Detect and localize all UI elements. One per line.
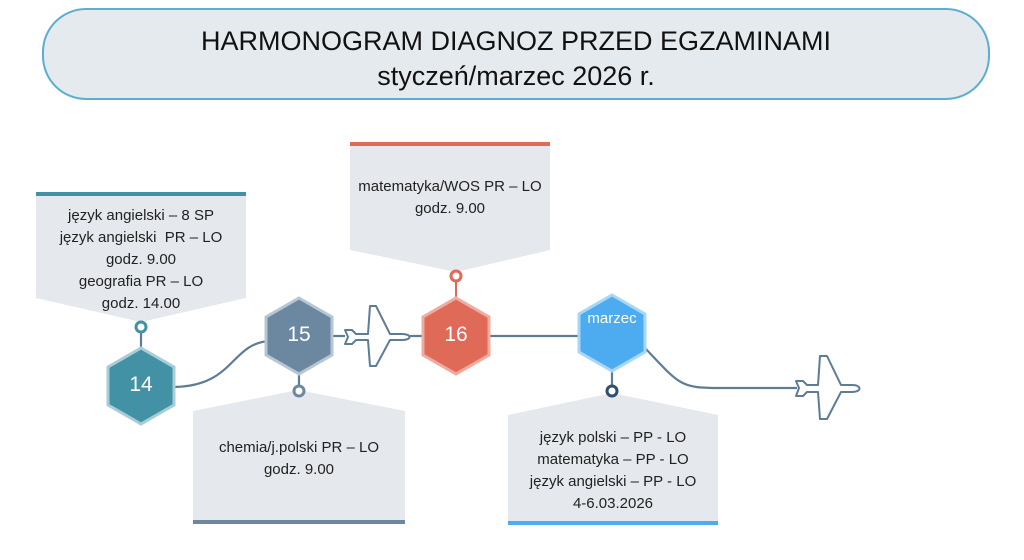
date-15: 15 — [287, 323, 311, 346]
callout-16-bar — [350, 142, 550, 146]
callout-15-text: chemia/j.polski PR – LO godz. 9.00 — [193, 437, 405, 481]
title-banner: HARMONOGRAM DIAGNOZ PRZED EGZAMINAMI sty… — [42, 8, 990, 100]
exam-line: matematyka/WOS PR – LO — [358, 178, 542, 195]
date-marzec: marzec — [587, 310, 637, 327]
exam-line: godz. 9.00 — [105, 251, 177, 268]
callout-15-bar — [193, 520, 405, 524]
callout-marzec — [508, 393, 718, 521]
exam-line: godz. 9.00 — [414, 200, 486, 217]
exam-line: geografia PR – LO — [78, 273, 204, 290]
callout-14-bar — [36, 192, 246, 196]
exam-line: chemia/j.polski PR – LO — [218, 439, 380, 456]
callout-14-text: język angielski – 8 SP język angielski P… — [36, 205, 246, 315]
exam-line: matematyka – PP - LO — [537, 451, 689, 468]
pin-16 — [449, 269, 463, 283]
exam-line: 4-6.03.2026 — [572, 495, 654, 512]
callout-marzec-text: język polski – PP - LO matematyka – PP -… — [508, 427, 718, 515]
exam-line: język angielski – PP - LO — [529, 473, 697, 490]
airplane-icon — [344, 305, 411, 367]
callout-16-text: matematyka/WOS PR – LO godz. 9.00 — [350, 176, 550, 220]
hexagon-15 — [264, 296, 334, 376]
hexagon-marzec — [577, 293, 647, 373]
page-title: HARMONOGRAM DIAGNOZ PRZED EGZAMINAMI — [200, 26, 832, 56]
pin-marzec — [605, 384, 619, 398]
callout-14 — [36, 196, 246, 322]
exam-line: godz. 14.00 — [101, 295, 181, 312]
callout-16 — [350, 146, 550, 272]
page-subtitle: styczeń/marzec 2026 r. — [377, 61, 655, 91]
callout-15 — [193, 390, 405, 520]
exam-line: godz. 9.00 — [263, 461, 335, 478]
date-14: 14 — [129, 373, 153, 396]
exam-line: język angielski – 8 SP — [68, 207, 214, 224]
callout-marzec-bar — [508, 521, 718, 525]
pin-15 — [292, 384, 306, 398]
pin-14 — [134, 320, 148, 334]
hexagon-16 — [421, 296, 491, 376]
exam-line: język polski – PP - LO — [539, 429, 687, 446]
timeline-line — [644, 347, 797, 390]
timeline-line — [171, 339, 271, 389]
hexagon-14 — [106, 346, 176, 426]
date-16: 16 — [444, 323, 468, 346]
exam-line: język angielski PR – LO — [59, 229, 223, 246]
airplane-icon — [795, 355, 861, 420]
